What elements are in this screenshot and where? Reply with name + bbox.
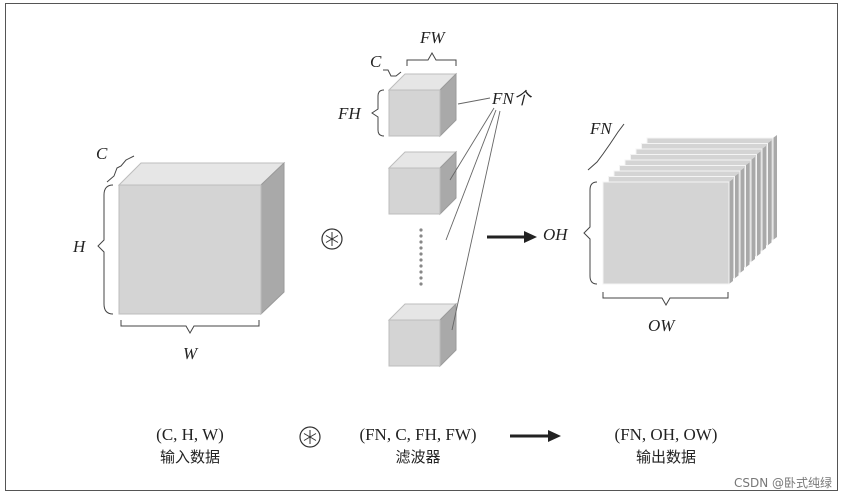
caption-arrow-icon xyxy=(510,430,561,442)
watermark: CSDN @卧式纯绿 xyxy=(734,475,832,490)
input-label-w: W xyxy=(183,344,199,363)
output-map-side xyxy=(773,135,777,240)
caption-convolution-star-icon xyxy=(303,430,317,444)
caption-filter-name: 滤波器 xyxy=(395,448,440,466)
output-map-side xyxy=(751,157,755,262)
output-map-side xyxy=(745,162,750,268)
filter-label-fw: FW xyxy=(419,28,446,47)
output-map-side xyxy=(762,146,766,251)
output-brace-ow xyxy=(602,292,729,307)
filter-brace-c xyxy=(383,69,402,77)
output-map-side xyxy=(767,140,772,246)
filter-cube-1 xyxy=(387,72,458,138)
output-stack xyxy=(602,135,777,285)
output-map-side xyxy=(756,151,761,257)
filter-cube-2 xyxy=(387,150,458,216)
caption-output-name: 输出数据 xyxy=(636,448,696,466)
input-brace-h xyxy=(97,184,114,315)
filter-dots xyxy=(419,228,423,286)
filter-label-fh: FH xyxy=(337,104,362,123)
filter-count-label: FN个 xyxy=(491,89,533,108)
output-label-fn: FN xyxy=(589,119,613,138)
output-brace-oh xyxy=(583,181,598,285)
input-label-c: C xyxy=(96,144,108,163)
input-brace-w xyxy=(120,320,260,335)
output-label-ow: OW xyxy=(648,316,676,335)
input-label-h: H xyxy=(72,237,87,256)
input-cube xyxy=(117,161,286,316)
caption-input-name: 输入数据 xyxy=(160,448,220,466)
caption-input-shape: (C, H, W) xyxy=(156,425,224,444)
figure-frame xyxy=(5,3,838,491)
input-brace-c xyxy=(106,155,135,183)
filter-brace-fh xyxy=(371,89,385,137)
caption-filter-shape: (FN, C, FH, FW) xyxy=(359,425,476,444)
convolution-star-icon xyxy=(325,232,339,246)
output-map-side xyxy=(729,179,733,284)
output-feature-map xyxy=(602,181,730,285)
filter-brace-fw xyxy=(406,51,457,66)
filter-cube-n xyxy=(387,302,458,368)
filter-pointer-lines xyxy=(445,97,501,331)
arrow-to-output-icon xyxy=(487,231,537,243)
output-brace-fn xyxy=(587,123,625,171)
output-label-oh: OH xyxy=(543,225,569,244)
filter-label-c: C xyxy=(370,52,382,71)
output-map-side xyxy=(740,168,744,273)
caption-output-shape: (FN, OH, OW) xyxy=(615,425,718,444)
output-map-side xyxy=(734,173,739,279)
